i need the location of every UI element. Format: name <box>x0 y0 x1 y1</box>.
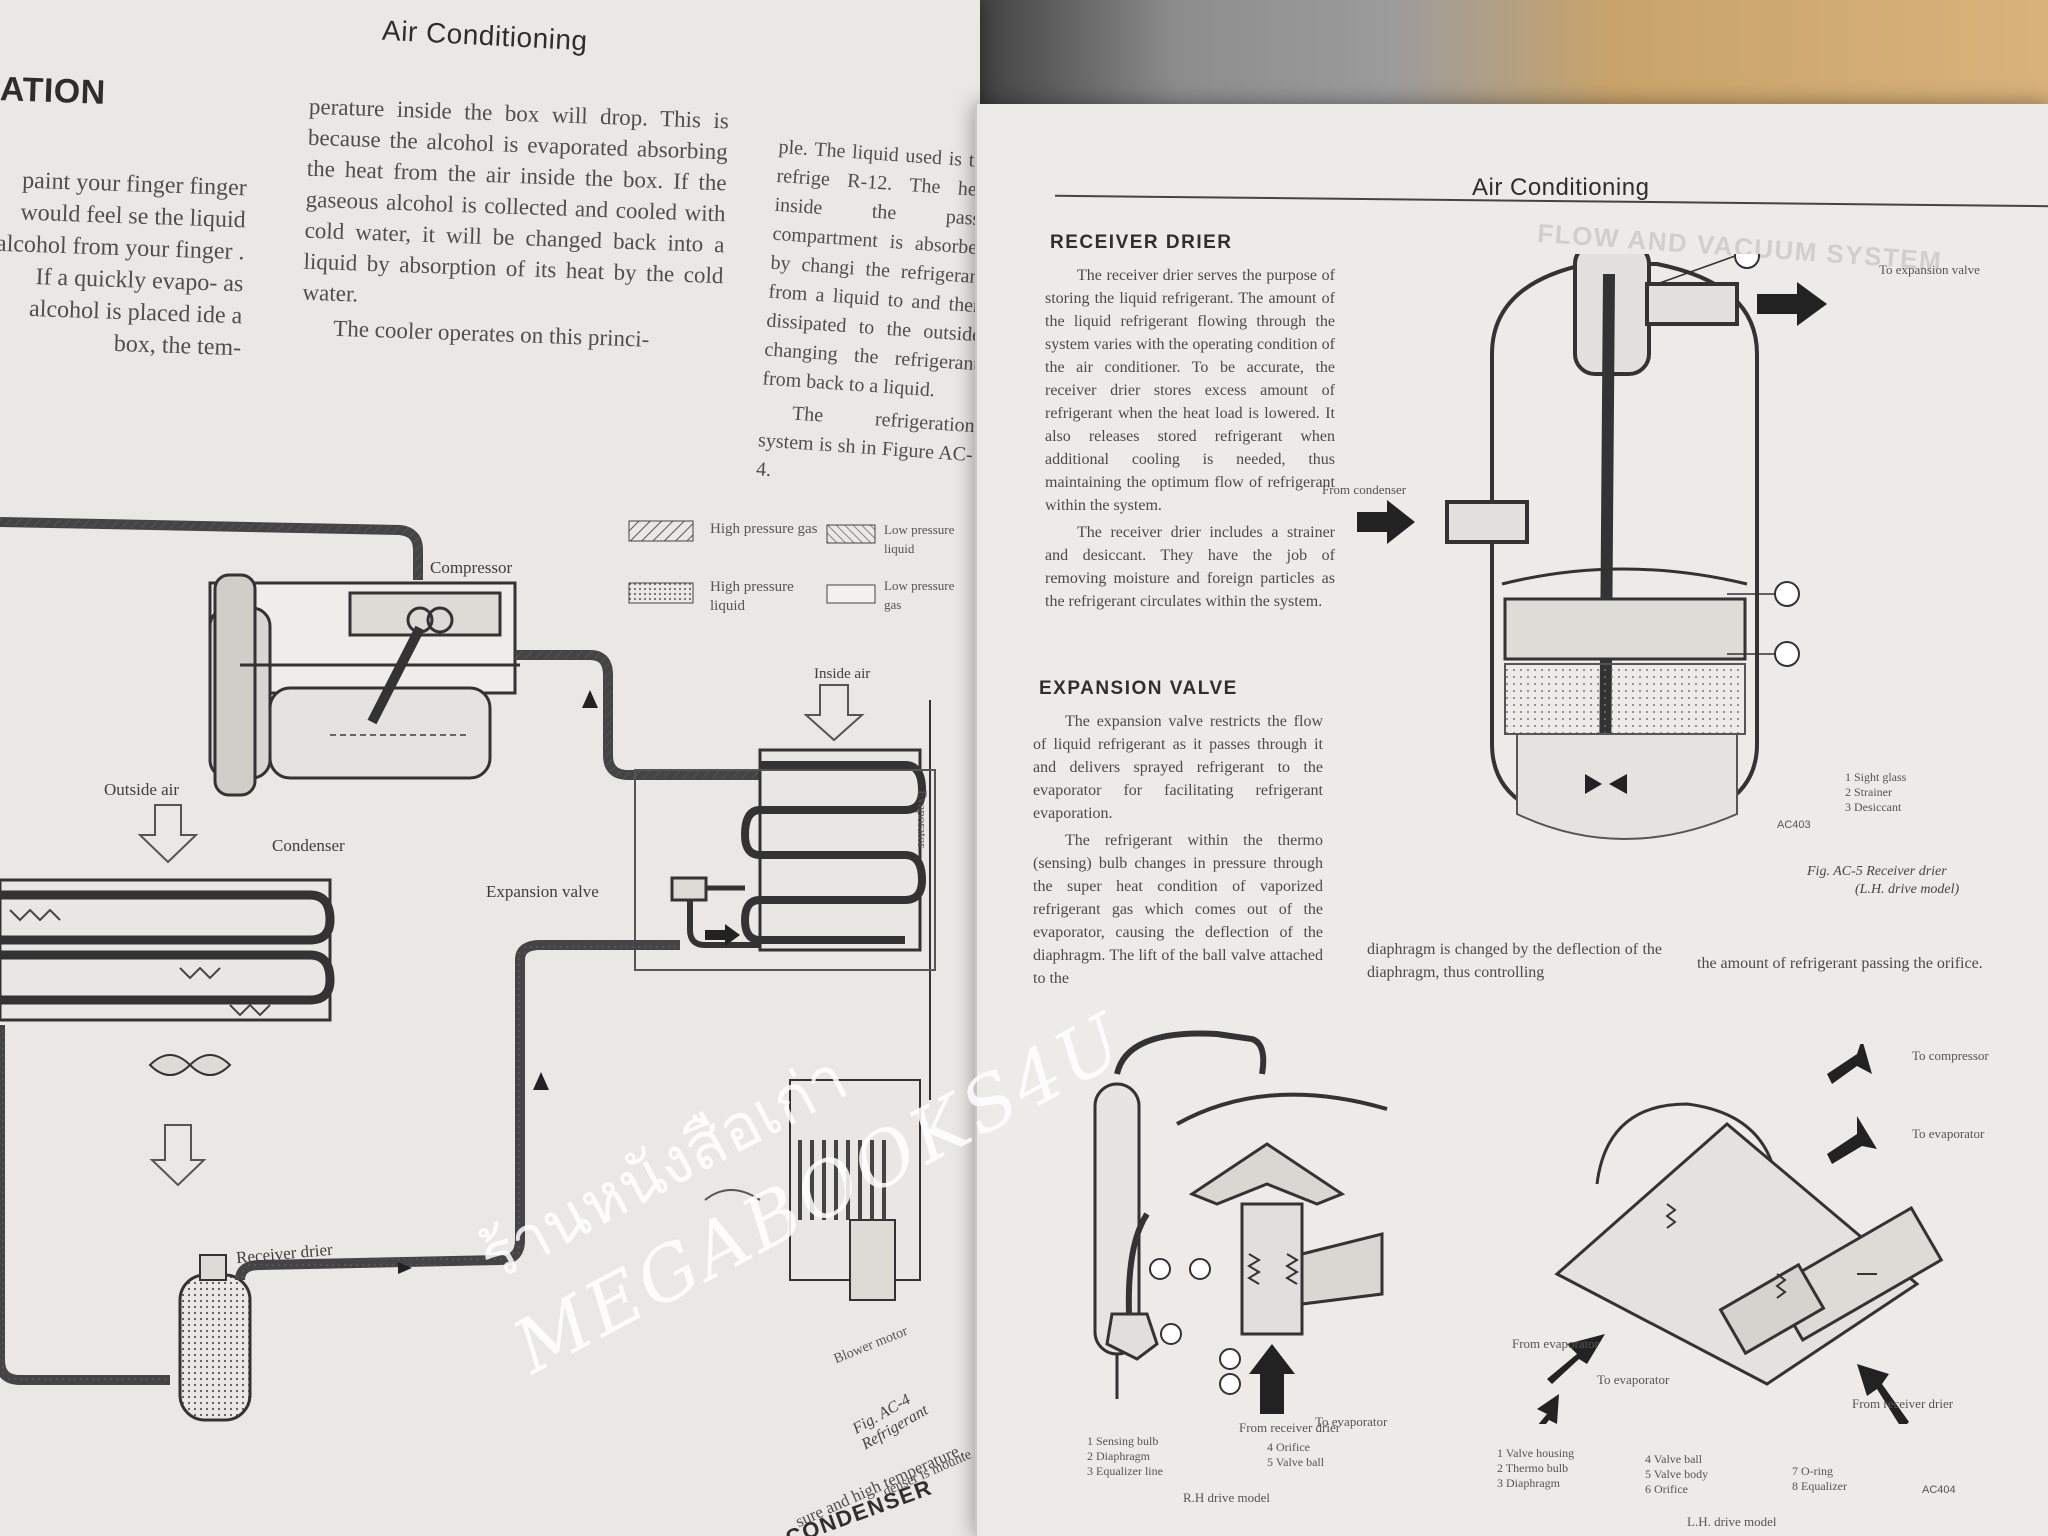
receiver-drier-cutaway <box>1357 254 1827 840</box>
evaporator-drawing <box>740 700 931 1100</box>
label-to-evaporator-2: To evaporator <box>1912 1126 1985 1141</box>
lh-part-8: 8 Equalizer <box>1792 1479 1847 1493</box>
left-col3-paragraph-1: ple. The liquid used is the refrige R-12… <box>761 135 980 402</box>
expansion-valve-text: The expansion valve restricts the flow o… <box>1033 710 1323 994</box>
label-condenser: Condenser <box>272 836 345 855</box>
ac5-part-2: 2 Strainer <box>1845 785 1892 799</box>
receiver-drier-drawing <box>178 1254 252 1422</box>
lh-part-5: 5 Valve body <box>1645 1467 1709 1481</box>
rh-part-5: 5 Valve ball <box>1267 1455 1325 1469</box>
expansion-valve-heading: EXPANSION VALVE <box>1039 678 1238 699</box>
receiver-drier-paragraph-1: The receiver drier serves the purpose of… <box>1045 267 1335 514</box>
ac5-code: AC403 <box>1777 819 1811 831</box>
right-page: FLOW AND VACUUM SYSTEM Air Conditioning … <box>975 104 2048 1536</box>
ac6-code: AC404 <box>1922 1484 1956 1496</box>
ac5-part-1: 1 Sight glass <box>1845 770 1907 784</box>
refrigeration-system-diagram <box>0 517 936 1422</box>
lh-parts-list-c: 7 O-ring 8 Equalizer <box>1792 1464 1847 1494</box>
lh-parts-list-a: 1 Valve housing 2 Thermo bulb 3 Diaphrag… <box>1497 1446 1574 1491</box>
compressor-drawing <box>208 573 520 797</box>
receiver-drier-text: The receiver drier serves the purpose of… <box>1045 264 1335 617</box>
lh-part-4: 4 Valve ball <box>1645 1452 1703 1466</box>
receiver-drier-heading: RECEIVER DRIER <box>1050 232 1233 253</box>
label-from-receiver-drier: From receiver drier <box>1239 1420 1341 1435</box>
background-scene <box>960 0 2048 120</box>
lh-caption: L.H. drive model <box>1687 1514 1777 1529</box>
label-to-evaporator-3: To evaporator <box>1597 1372 1670 1387</box>
label-from-condenser: From condenser <box>1322 482 1407 497</box>
left-column-2: perature inside the box will drop. This … <box>301 91 730 362</box>
right-running-head: Air Conditioning <box>1472 174 1650 201</box>
expansion-valve-lh-drawing <box>1537 1044 1944 1424</box>
label-expansion-valve: Expansion valve <box>486 882 599 901</box>
ac5-caption-line-1: Fig. AC-5 Receiver drier <box>1807 864 1947 879</box>
legend-label-high-pressure-gas: High pressure gas <box>710 521 818 537</box>
label-evaporator: Evaporator <box>915 790 930 848</box>
rh-part-3: 3 Equalizer line <box>1087 1464 1163 1478</box>
lh-part-2: 2 Thermo bulb <box>1497 1461 1569 1475</box>
rh-parts-list-b: 4 Orifice 5 Valve ball <box>1267 1440 1324 1470</box>
expansion-valve-column-2: diaphragm is changed by the deflection o… <box>1367 941 1662 981</box>
label-from-receiver-drier-2: From receiver drier <box>1852 1396 1954 1411</box>
expansion-valve-rh-drawing <box>1093 1030 1388 1414</box>
rh-part-1: 1 Sensing bulb <box>1087 1434 1159 1448</box>
lh-parts-list-b: 4 Valve ball 5 Valve body 6 Orifice <box>1645 1452 1708 1497</box>
label-to-expansion-valve: To expansion valve <box>1879 262 1980 277</box>
rh-part-2: 2 Diaphragm <box>1087 1449 1150 1463</box>
left-col2-paragraph-1: perature inside the box will drop. This … <box>302 93 730 307</box>
label-from-evaporator: From evaporator <box>1512 1336 1600 1351</box>
label-outside-air: Outside air <box>104 780 180 799</box>
legend-swatch-low-pressure-liquid <box>826 524 876 544</box>
ac5-caption-line-2: (L.H. drive model) <box>1855 882 1960 897</box>
ac5-part-3: 3 Desiccant <box>1845 800 1902 814</box>
label-compressor: Compressor <box>430 558 513 577</box>
rh-part-4: 4 Orifice <box>1267 1440 1310 1454</box>
legend-label-low-pressure-gas: Low pressure gas <box>884 578 955 612</box>
expansion-valve-column-3: the amount of refrigerant passing the or… <box>1697 955 1983 972</box>
lh-part-6: 6 Orifice <box>1645 1482 1688 1496</box>
blower-drawing <box>704 1079 921 1301</box>
legend-swatch-low-pressure-gas <box>826 584 876 604</box>
expansion-valve-paragraph-2: The refrigerant within the thermo (sensi… <box>1033 832 1323 987</box>
label-inside-air: Inside air <box>814 666 871 682</box>
legend-swatch-high-pressure-liquid <box>628 582 694 604</box>
lh-part-7: 7 O-ring <box>1792 1464 1833 1478</box>
receiver-drier-paragraph-2: The receiver drier includes a strainer a… <box>1045 524 1335 610</box>
left-col3-paragraph-2: The refrigeration system is sh in Figure… <box>755 402 976 482</box>
legend-label-low-pressure-liquid: Low pressure liquid <box>884 522 955 556</box>
expansion-valve-drawing <box>634 769 936 971</box>
legend-label-high-pressure-liquid: High pressure liquid <box>710 579 794 614</box>
label-to-evaporator: To evaporator <box>1315 1414 1388 1429</box>
lh-part-1: 1 Valve housing <box>1497 1446 1575 1460</box>
rh-parts-list-a: 1 Sensing bulb 2 Diaphragm 3 Equalizer l… <box>1087 1434 1163 1479</box>
ac5-parts-list: 1 Sight glass 2 Strainer 3 Desiccant <box>1845 770 1906 815</box>
left-column-1: paint your finger finger would feel se t… <box>0 164 247 365</box>
label-to-compressor: To compressor <box>1912 1048 1989 1063</box>
left-running-head: Air Conditioning <box>381 14 589 57</box>
lh-part-3: 3 Diaphragm <box>1497 1476 1560 1490</box>
condenser-drawing <box>0 878 335 1385</box>
left-col1-text: paint your finger finger would feel se t… <box>0 167 248 362</box>
rh-caption: R.H drive model <box>1183 1490 1271 1505</box>
section-heading-fragment: ATION <box>0 70 107 112</box>
left-column-3: ple. The liquid used is the refrige R-12… <box>755 133 980 503</box>
legend-swatch-high-pressure-gas <box>628 520 694 542</box>
left-page: Air Conditioning ATION paint your finger… <box>0 0 980 1536</box>
expansion-valve-paragraph-1: The expansion valve restricts the flow o… <box>1033 713 1323 822</box>
